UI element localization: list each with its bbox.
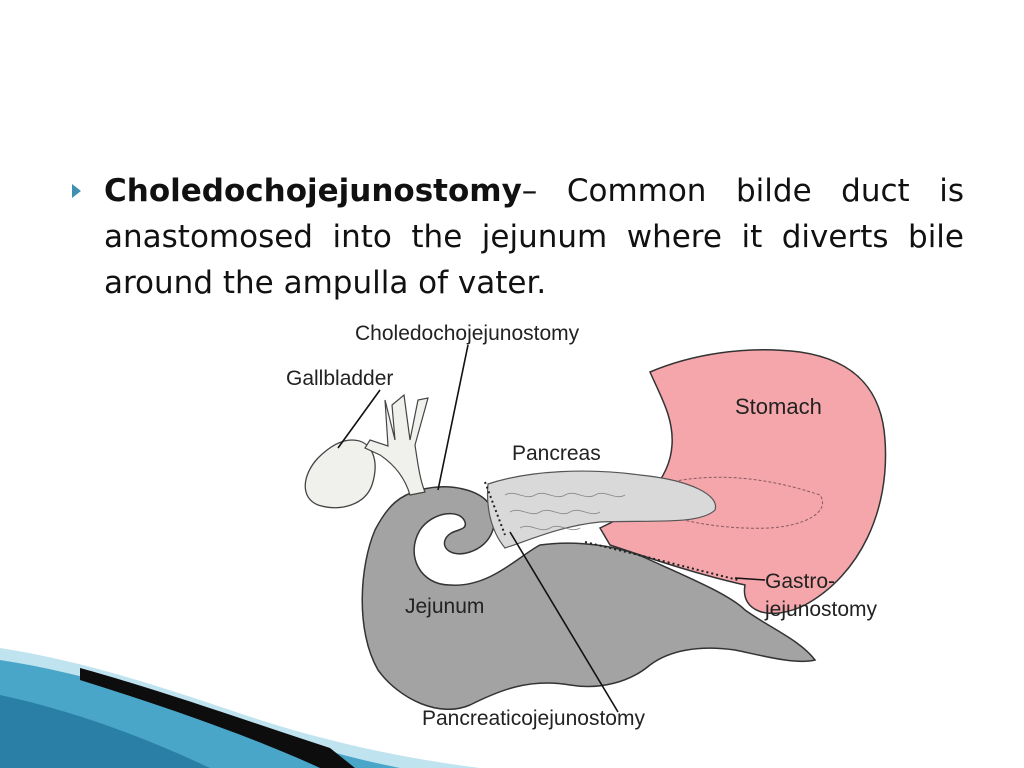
pancreas-texture (504, 492, 626, 531)
corner-wave-dark (0, 695, 210, 768)
anatomy-diagram: Choledochojejunostomy Gallbladder Stomac… (0, 322, 887, 768)
bullet-text: Choledochojejunostomy– Common bilde duct… (104, 168, 964, 306)
leader-gastrojejunostomy (734, 577, 766, 581)
label-pancreaticojejunostomy: Pancreaticojejunostomy (422, 707, 645, 730)
bullet-block: Choledochojejunostomy– Common bilde duct… (72, 168, 964, 306)
gallbladder-shape (304, 439, 376, 509)
pancreas-shape (486, 470, 717, 549)
stomach-pancreas-overlay (639, 476, 823, 529)
label-stomach: Stomach (735, 394, 822, 419)
label-gastro-line1: Gastro- (765, 570, 835, 593)
leader-gallbladder (337, 389, 381, 449)
jejunum-shape (361, 486, 817, 710)
label-jejunum: Jejunum (405, 595, 484, 618)
label-gallbladder: Gallbladder (286, 367, 393, 390)
bile-duct (364, 393, 429, 496)
leader-choledochojejunostomy (437, 344, 469, 491)
gastrojejunostomy-sutures (584, 541, 739, 581)
bullet-separator: – (521, 173, 538, 209)
label-pancreas: Pancreas (512, 442, 601, 465)
leader-pancreaticojejunostomy (509, 531, 619, 713)
label-gastro-line2: jejunostomy (764, 598, 878, 621)
bullet-description: Common bilde duct is anastomosed into th… (104, 173, 964, 301)
corner-wave-black (80, 668, 355, 768)
label-choledochojejunostomy: Choledochojejunostomy (355, 322, 580, 345)
bullet-term: Choledochojejunostomy (104, 173, 522, 209)
bullet-arrow-icon (72, 184, 81, 198)
